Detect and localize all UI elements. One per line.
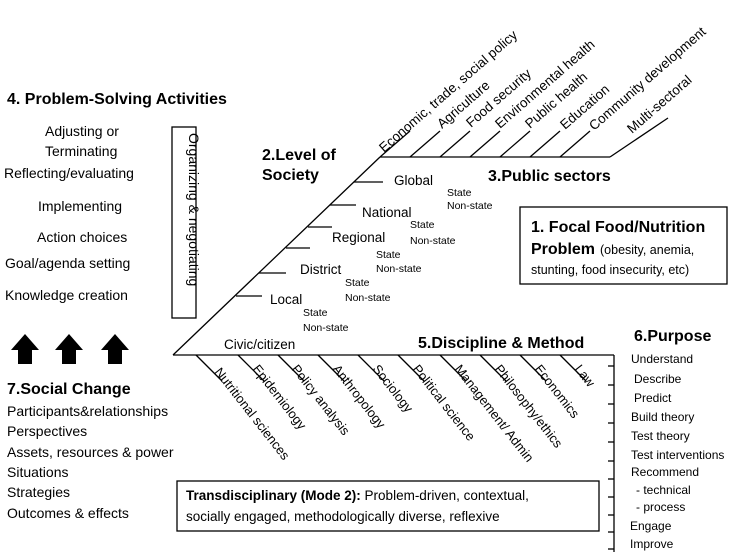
- level-local-nonstate: Non-state: [303, 322, 349, 334]
- level-district-nonstate: Non-state: [345, 292, 391, 304]
- transdisciplinary-box: [176, 480, 600, 532]
- activity-goal-setting: Goal/agenda setting: [5, 255, 130, 271]
- purpose-item: Predict: [634, 391, 672, 405]
- purpose-item: Recommend: [631, 465, 699, 479]
- purpose-item: Engage: [630, 519, 672, 533]
- social-change-item: Participants&relationships: [7, 403, 168, 419]
- activity-implementing: Implementing: [38, 198, 122, 214]
- up-arrow-icon: [55, 334, 83, 364]
- activity-action-choices: Action choices: [37, 229, 127, 245]
- level-regional-state: State: [376, 249, 401, 261]
- activity-reflecting: Reflecting/evaluating: [4, 165, 134, 181]
- purpose-item: Understand: [631, 352, 693, 366]
- purpose-item: Describe: [634, 372, 682, 386]
- transdisciplinary-line1: Transdisciplinary (Mode 2): Problem-driv…: [186, 488, 529, 503]
- purpose-item: - technical: [636, 483, 691, 497]
- focal-problem-box: [519, 206, 728, 285]
- activity-knowledge-creation: Knowledge creation: [5, 287, 128, 303]
- focal-problem-title: 1. Focal Food/Nutrition: [531, 219, 705, 236]
- organizing-negotiating-label: Organizing & negotiating: [186, 133, 202, 286]
- discipline-title: 5.Discipline & Method: [418, 335, 584, 352]
- purpose-item: Test interventions: [631, 448, 724, 462]
- level-national: National: [362, 205, 412, 220]
- problem-solving-title: 4. Problem-Solving Activities: [7, 91, 227, 108]
- transdisciplinary-description: Problem-driven, contextual,: [361, 488, 529, 503]
- discipline-law: Law: [572, 362, 599, 391]
- up-arrow-icon: [11, 334, 39, 364]
- social-change-item: Outcomes & effects: [7, 505, 129, 521]
- purpose-item: - process: [636, 500, 685, 514]
- organizing-negotiating-box: [171, 126, 197, 319]
- level-regional: Regional: [332, 230, 385, 245]
- framework-lines: [172, 117, 669, 552]
- activity-adjusting: Adjusting or: [45, 123, 119, 139]
- social-change-item: Situations: [7, 464, 68, 480]
- society-diagonal-line: [172, 156, 381, 356]
- focal-problem-detail: (obesity, anemia,: [600, 243, 694, 257]
- level-global: Global: [394, 173, 433, 188]
- public-sectors-title: 3.Public sectors: [488, 168, 611, 185]
- level-district: District: [300, 262, 341, 277]
- social-change-item: Assets, resources & power: [7, 444, 174, 460]
- level-global-nonstate: Non-state: [447, 200, 493, 212]
- discipline-nutritional-sciences: Nutritional sciences: [212, 365, 294, 463]
- level-of-society-title-line2: Society: [262, 167, 319, 184]
- activity-terminating: Terminating: [45, 143, 117, 159]
- discipline-management-admin: Management/ Admin: [452, 362, 537, 465]
- level-regional-nonstate: Non-state: [376, 263, 422, 275]
- social-change-title: 7.Social Change: [7, 381, 131, 398]
- level-national-state: State: [410, 219, 435, 231]
- level-local: Local: [270, 292, 302, 307]
- social-change-item: Perspectives: [7, 423, 87, 439]
- purpose-item: Build theory: [631, 410, 694, 424]
- focal-problem-detail: stunting, food insecurity, etc): [531, 263, 689, 277]
- purpose-item: Improve: [630, 537, 674, 551]
- level-local-state: State: [303, 307, 328, 319]
- up-arrow-icon: [101, 334, 129, 364]
- focal-problem-subtitle: Problem: [531, 241, 595, 258]
- discipline-labels: Nutritional sciences Epidemiology Policy…: [212, 362, 599, 465]
- level-district-state: State: [345, 277, 370, 289]
- level-of-society-title-line1: 2.Level of: [262, 147, 336, 164]
- level-global-state: State: [447, 187, 472, 199]
- transdisciplinary-heading: Transdisciplinary (Mode 2):: [186, 488, 361, 503]
- social-change-item: Strategies: [7, 484, 70, 500]
- purpose-item: Test theory: [631, 429, 690, 443]
- public-sector-labels: Economic, trade, social policy Agricultu…: [376, 24, 709, 155]
- level-national-nonstate: Non-state: [410, 235, 456, 247]
- transdisciplinary-line2: socially engaged, methodologically diver…: [186, 509, 500, 524]
- level-civic: Civic/citizen: [224, 337, 295, 352]
- purpose-title: 6.Purpose: [634, 328, 711, 345]
